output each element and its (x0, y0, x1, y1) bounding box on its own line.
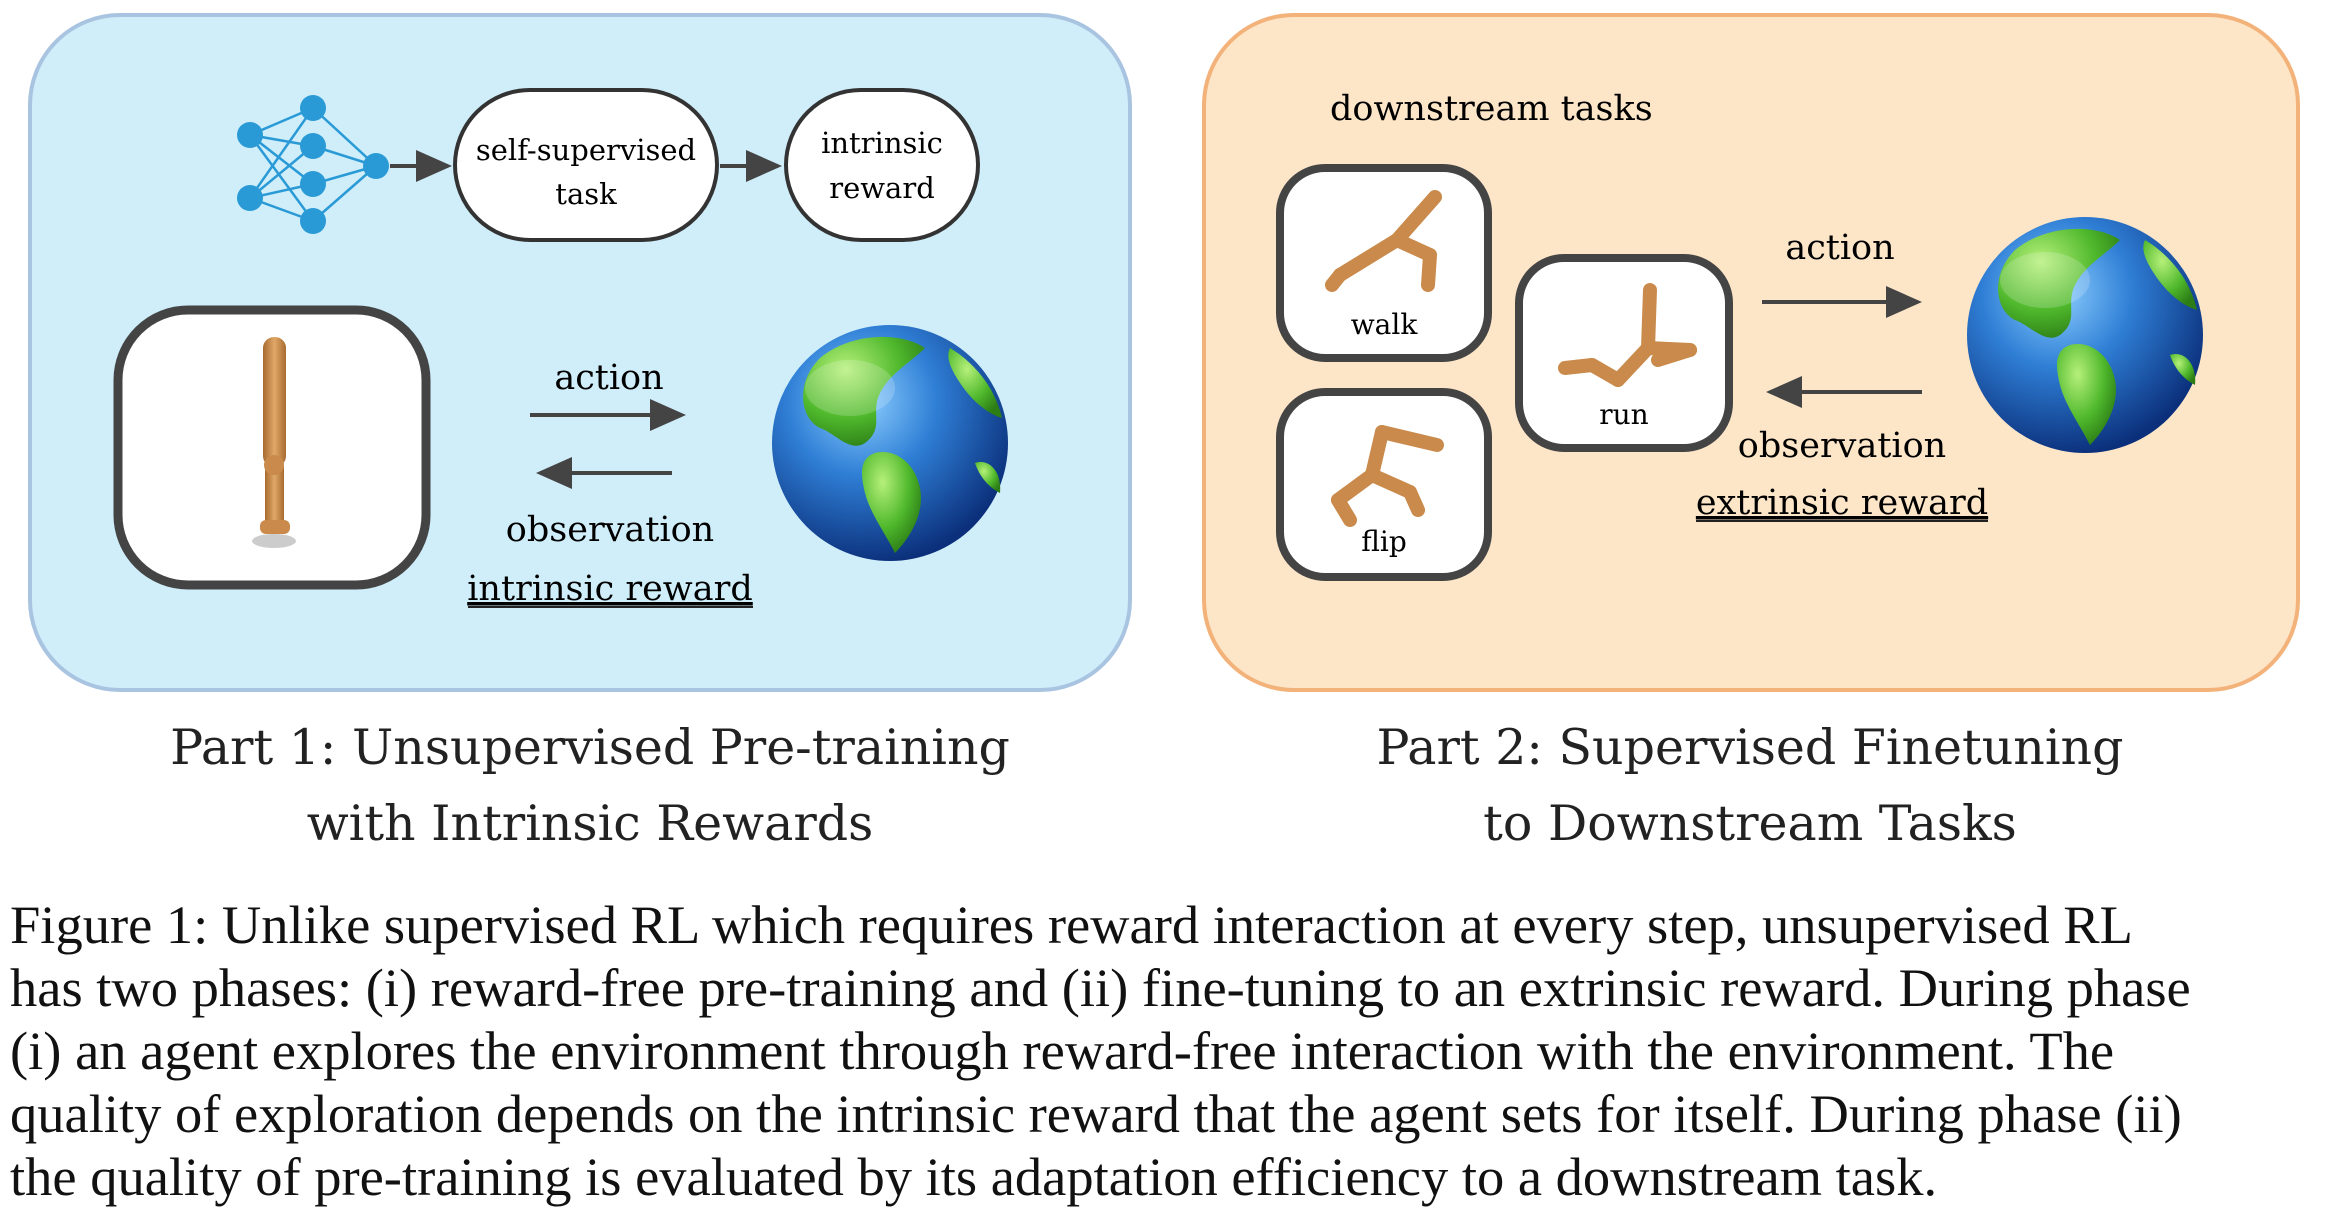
p1-observation-label: observation (506, 510, 714, 550)
caption-line-4: quality of exploration depends on the in… (10, 1083, 2182, 1144)
agent-standing-icon (252, 337, 296, 548)
walk-pose-icon (1325, 190, 1442, 292)
self-supervised-task-box (453, 88, 719, 242)
caption-line-5: the quality of pre-training is evaluated… (10, 1146, 1938, 1207)
ssl-task-label-1: self-supervised (476, 133, 696, 167)
run-pose-icon (1558, 283, 1697, 387)
intrinsic-reward-box (784, 88, 980, 242)
downstream-tasks-heading: downstream tasks (1330, 89, 1653, 129)
part2-caption-line1: Part 2: Supervised Finetuning (1376, 719, 2124, 776)
intrinsic-reward-label-2: reward (829, 171, 935, 205)
p2-extrinsic-reward-label: extrinsic reward (1696, 483, 1988, 523)
task-walk-box (1276, 164, 1492, 362)
caption-line-3: (i) an agent explores the environment th… (10, 1020, 2115, 1081)
environment-globe-icon (772, 325, 1008, 561)
figure-caption: Figure 1: Unlike supervised RL which req… (10, 893, 2336, 1208)
p2-observation-label: observation (1738, 426, 1946, 466)
task-run-label: run (1599, 398, 1648, 431)
part2-caption-line2: to Downstream Tasks (1483, 795, 2017, 852)
p1-intrinsic-reward-label: intrinsic reward (467, 569, 753, 609)
ssl-task-label-2: task (555, 177, 617, 211)
task-flip-label: flip (1361, 525, 1407, 558)
intrinsic-reward-label-1: intrinsic (821, 126, 943, 160)
p2-action-label: action (1785, 228, 1894, 268)
part1-caption-line1: Part 1: Unsupervised Pre-training (170, 719, 1010, 776)
task-walk-label: walk (1351, 308, 1419, 341)
part1-caption-line2: with Intrinsic Rewards (306, 795, 874, 852)
caption-line-1: Figure 1: Unlike supervised RL which req… (10, 894, 2133, 955)
task-run-box (1515, 254, 1733, 452)
neural-network-icon (237, 95, 389, 234)
caption-line-2: has two phases: (i) reward-free pre-trai… (10, 957, 2191, 1018)
downstream-environment-globe-icon (1967, 217, 2203, 453)
p1-action-label: action (554, 358, 663, 398)
flip-pose-icon (1331, 425, 1444, 527)
